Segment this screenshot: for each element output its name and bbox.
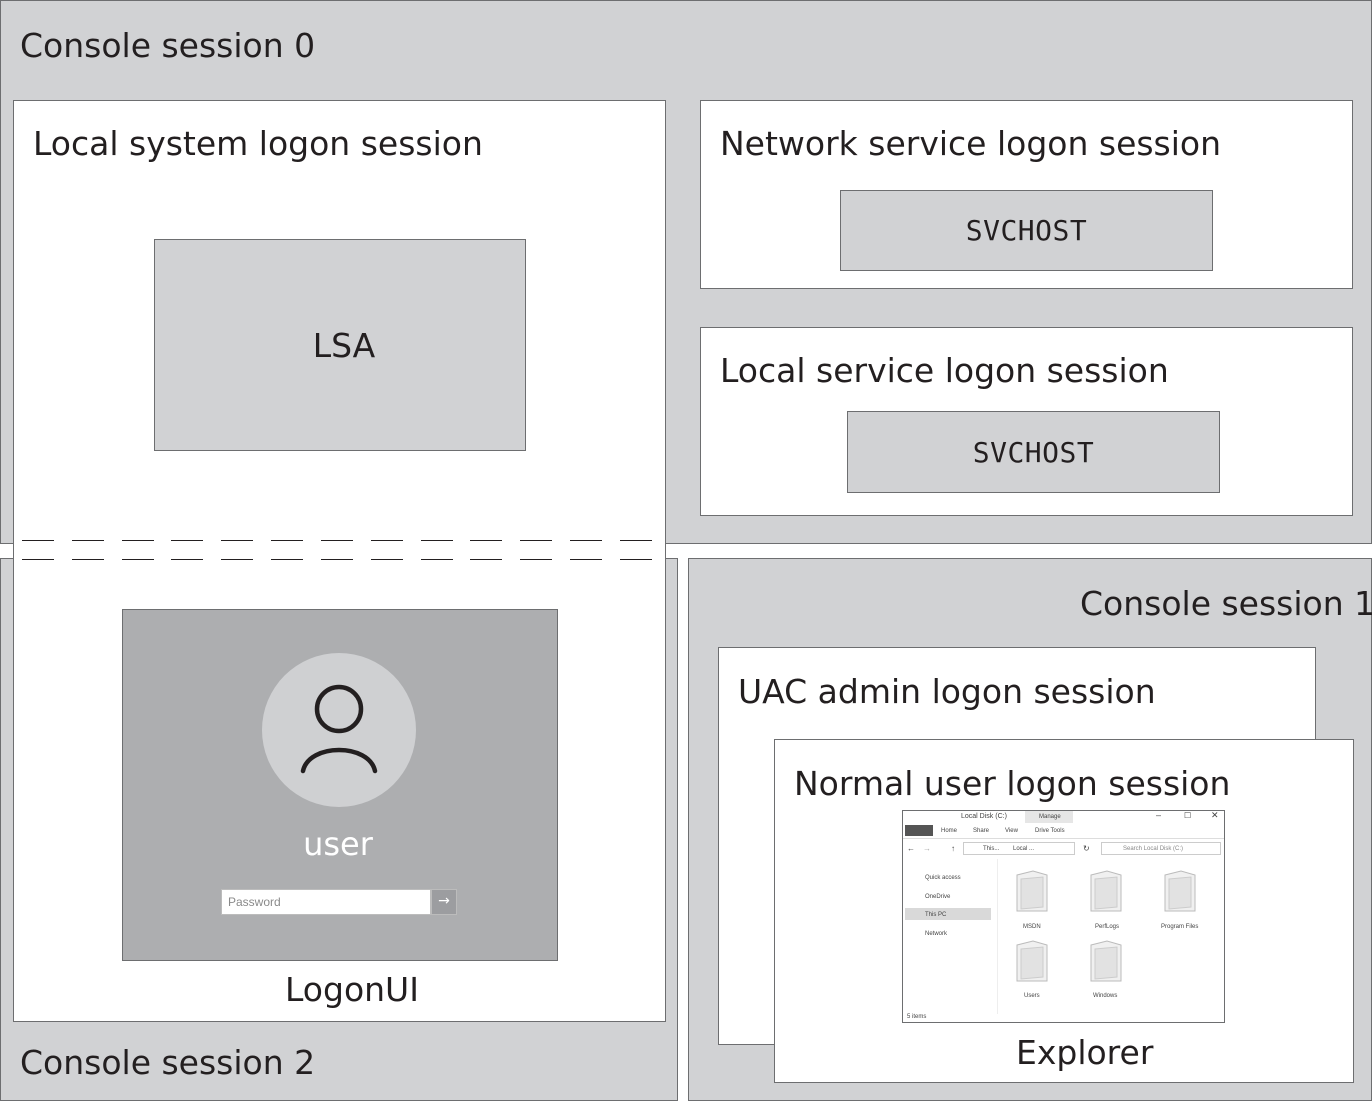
nav-this-pc[interactable]: This PC — [925, 912, 947, 918]
nav-onedrive[interactable]: OneDrive — [925, 894, 951, 900]
password-input[interactable]: Password — [221, 889, 431, 915]
console-session-2-label: Console session 2 — [20, 1043, 316, 1082]
svchost-network-process: SVCHOST — [840, 190, 1213, 271]
user-icon — [300, 684, 378, 774]
address-bar[interactable] — [963, 842, 1075, 855]
lsa-process-label: LSA — [312, 325, 376, 365]
user-avatar — [262, 653, 416, 807]
search-box[interactable] — [1101, 842, 1221, 855]
lsa-process: LSA — [154, 239, 526, 451]
folder-icon[interactable] — [1015, 939, 1049, 983]
ribbon-tab-view[interactable]: View — [1005, 828, 1018, 834]
explorer-title: Local Disk (C:) — [961, 813, 1007, 820]
logonui-caption: LogonUI — [285, 970, 419, 1009]
console-session-0-label: Console session 0 — [20, 26, 316, 65]
folder-label-msdn: MSDN — [1023, 924, 1041, 930]
minimize-icon[interactable]: – — [1156, 810, 1162, 820]
folder-icon[interactable] — [1015, 869, 1049, 913]
up-icon[interactable]: ↑ — [951, 844, 955, 853]
explorer-manage-tab[interactable]: Manage — [1039, 814, 1061, 820]
logonui-screen: user Password → — [122, 609, 558, 961]
path-segment-this-pc[interactable]: This... — [983, 846, 1000, 852]
nav-quick-access[interactable]: Quick access — [925, 875, 961, 881]
session-boundary — [22, 540, 652, 560]
ribbon-tab-drive-tools[interactable]: Drive Tools — [1035, 828, 1065, 834]
folder-label-users: Users — [1024, 993, 1040, 999]
svchost-local-process: SVCHOST — [847, 411, 1220, 493]
svchost-network-label: SVCHOST — [965, 214, 1088, 247]
file-tab[interactable] — [905, 825, 933, 836]
folder-label-perflogs: PerfLogs — [1095, 924, 1120, 930]
ribbon-tab-home[interactable]: Home — [941, 828, 958, 834]
uac-admin-logon-session-label: UAC admin logon session — [738, 672, 1156, 711]
nav-network[interactable]: Network — [925, 931, 948, 937]
search-placeholder: Search Local Disk (C:) — [1123, 846, 1184, 852]
svchost-local-label: SVCHOST — [972, 435, 1095, 469]
maximize-icon[interactable]: ☐ — [1184, 811, 1192, 820]
path-segment-local[interactable]: Local ... — [1013, 846, 1035, 852]
local-system-logon-session-label: Local system logon session — [33, 124, 483, 163]
folder-label-windows: Windows — [1093, 993, 1118, 999]
forward-icon[interactable]: → — [923, 844, 931, 853]
folder-icon[interactable] — [1089, 869, 1123, 913]
explorer-caption: Explorer — [1016, 1033, 1154, 1072]
ribbon-tab-share[interactable]: Share — [973, 828, 990, 834]
status-bar-text: 5 items — [907, 1014, 927, 1020]
normal-user-logon-session-label: Normal user logon session — [794, 764, 1231, 803]
submit-arrow-button[interactable]: → — [431, 889, 457, 915]
local-service-logon-session-label: Local service logon session — [720, 351, 1169, 390]
explorer-window: Local Disk (C:) Manage – ☐ ✕ Home Share … — [902, 810, 1225, 1023]
network-service-logon-session-label: Network service logon session — [720, 124, 1222, 163]
back-icon[interactable]: ← — [907, 844, 915, 853]
console-session-1-label: Console session 1 — [1080, 584, 1372, 623]
folder-icon[interactable] — [1089, 939, 1123, 983]
folder-label-program-files: Program Files — [1161, 924, 1199, 930]
folder-icon[interactable] — [1163, 869, 1197, 913]
logon-username: user — [303, 825, 373, 863]
refresh-icon[interactable]: ↻ — [1083, 844, 1090, 853]
close-icon[interactable]: ✕ — [1211, 810, 1219, 820]
